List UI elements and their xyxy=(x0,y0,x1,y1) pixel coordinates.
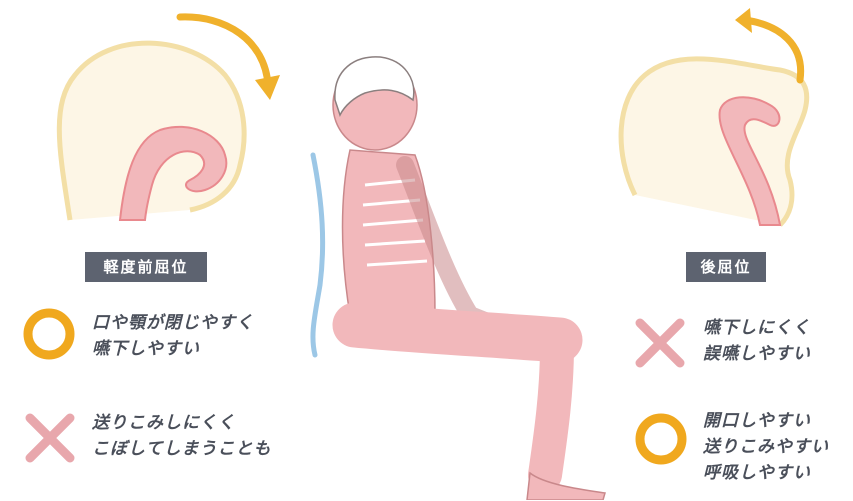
forward-flexion-label: 軽度前屈位 xyxy=(85,252,207,282)
forward-flexion-head-outline xyxy=(56,40,247,221)
extension-pro-line: 開口しやすい xyxy=(703,411,811,431)
spine-curve-line xyxy=(310,152,326,358)
seated-person-illustration xyxy=(310,56,606,500)
extension-cons: 嚥下しにくく 誤嚥しやすい xyxy=(703,315,811,367)
extension-airway xyxy=(718,96,782,226)
person-hair xyxy=(334,56,415,117)
person-arm xyxy=(396,156,499,332)
curved-arrow-head-icon xyxy=(735,8,752,33)
person-foot xyxy=(526,471,606,500)
forward-flexion-cons: 送りこみしにくく こぼしてしまうことも xyxy=(92,410,272,462)
forward-flexion-pro-line: 嚥下しやすい xyxy=(92,339,200,359)
forward-flexion-con-line: 送りこみしにくく xyxy=(92,413,236,433)
cross-icon xyxy=(635,318,685,368)
forward-flexion-pros: 口や顎が閉じやすく 嚥下しやすい xyxy=(92,310,254,362)
extension-pros: 開口しやすい 送りこみやすい 呼吸しやすい xyxy=(703,408,829,486)
forward-flexion-pro-line: 口や顎が閉じやすく xyxy=(92,313,254,333)
curved-arrow-head-icon xyxy=(255,75,280,100)
extension-head-outline xyxy=(618,56,810,227)
curved-arrow-icon xyxy=(741,16,805,84)
circle-icon xyxy=(635,413,687,465)
person-torso xyxy=(341,149,436,316)
extension-pro-line: 送りこみやすい xyxy=(703,437,829,457)
extension-con-line: 嚥下しにくく xyxy=(703,318,811,338)
extension-con-line: 誤嚥しやすい xyxy=(703,344,811,364)
curved-arrow-icon xyxy=(176,13,272,89)
extension-pro-line: 呼吸しやすい xyxy=(703,463,811,483)
forward-flexion-airway xyxy=(118,125,228,221)
person-rib-lines xyxy=(362,178,428,267)
circle-icon xyxy=(23,308,75,360)
person-thigh xyxy=(332,302,583,363)
extension-head-illustration xyxy=(618,8,810,227)
person-lower-leg xyxy=(528,328,574,492)
forward-flexion-head-illustration xyxy=(56,13,280,221)
forward-flexion-con-line: こぼしてしまうことも xyxy=(92,439,272,459)
cross-icon xyxy=(25,413,75,463)
extension-label: 後屈位 xyxy=(686,252,766,282)
